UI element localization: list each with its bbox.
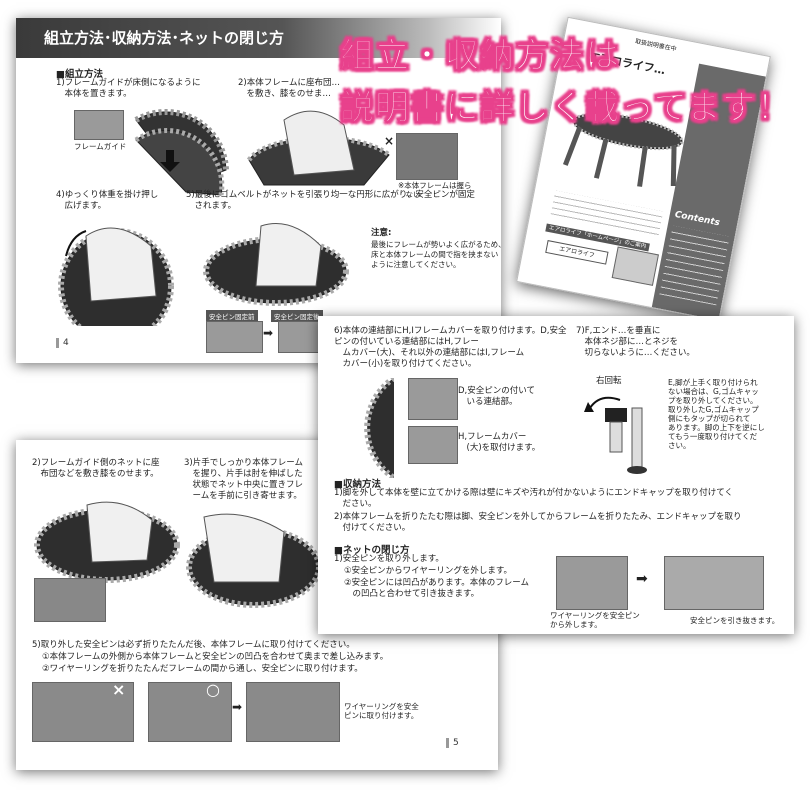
pin-pull-photo xyxy=(664,556,764,610)
storage-step-2: 2)本体フレームを折りたたむ際は脚、安全ピンを外してからフレームを折りたたみ、エ… xyxy=(334,512,742,533)
arrow-icon: ➡ xyxy=(232,700,243,714)
frame-guide-net-photo xyxy=(34,578,106,622)
frame-guide-label: フレームガイド xyxy=(74,142,127,151)
arrow-icon: ➡ xyxy=(263,326,274,340)
page-number-4: 4 xyxy=(56,338,69,348)
homepage-button[interactable]: エアロライフ xyxy=(545,240,609,265)
assembly-step-1: 1)フレームガイドが床側になるように 本体を置きます。 xyxy=(56,78,201,99)
caution-text: 最後にフレームが勢いよく広がるため、 床と本体フレームの間で指を挟まない ように… xyxy=(371,240,501,269)
pin-wire-photo xyxy=(246,682,340,742)
page5-step-3: 3)片手でしっかり本体フレーム を握り、片手は肘を伸ばした 状態でネット中央に置… xyxy=(184,458,304,501)
assembly-step-5: 5)最後にゴムベルトがネットを引張り均一な円形に広がり、安全ピンが固定 されます… xyxy=(186,190,475,211)
leg-attach-illustration xyxy=(584,396,627,453)
callout-d: D,安全ピンの付いて いる連結部。 xyxy=(458,386,535,407)
manual-top-label: 取扱説明書在中 xyxy=(634,38,678,54)
rotate-label: 右回転 xyxy=(596,376,622,386)
pin-wrong-photo xyxy=(32,682,134,742)
manual-middle-page: 6)本体の連結部にH,Iフレームカバーを取り付けます。D,安全ピンの付いている連… xyxy=(318,316,794,634)
net-close-section-heading: ■ネットの閉じ方 xyxy=(334,545,410,556)
mid-step-7: 7)F,エンド…を垂直に 本体ネジ部に…とネジを 切らないように…ください。 xyxy=(576,326,695,358)
trampoline-opened-illustration xyxy=(203,223,349,306)
step-7-note: E,脚が上手く取り付けられ ない場合は、G,ゴムキャッ プを取り外してください。… xyxy=(668,378,765,450)
net-step-1a: ①安全ピンからワイヤーリングを外します。 xyxy=(344,566,513,576)
wire-ring-remove-photo xyxy=(556,556,628,610)
kneel-on-frame-illustration xyxy=(246,110,391,186)
frame-cover-photo xyxy=(408,426,458,464)
photo2-caption: 安全ピンを引き抜きます。 xyxy=(690,616,780,625)
page5-step-5: 5)取り外した安全ピンは必ず折りたたんだ後、本体フレームに取り付けてください。 xyxy=(32,640,355,650)
storage-step-1: 1)脚を外して本体を壁に立てかける際は壁にキズや汚れが付かないようにエンドキャッ… xyxy=(334,488,734,509)
folded-trampoline-illustration xyxy=(134,108,229,196)
assembly-step-4: 4)ゆっくり体重を掛け押し 広げます。 xyxy=(56,190,159,211)
push-open-illustration xyxy=(58,227,174,326)
pin-before-photo xyxy=(206,321,263,353)
headline-line-1: 組立・収納方法は xyxy=(340,36,620,77)
photo1-caption: ワイヤーリングを安全ピン から外します。 xyxy=(550,611,640,629)
arrow-icon: ➡ xyxy=(636,571,648,587)
page-number-5: 5 xyxy=(446,738,459,748)
wire-ring-caption: ワイヤーリングを安全 ピンに取り付けます。 xyxy=(344,702,419,720)
kneel-on-net-illustration xyxy=(34,501,180,583)
pin-after-label: 安全ピン固定後 xyxy=(271,310,323,322)
page-4-title: 組立方法･収納方法･ネットの閉じ方 xyxy=(16,18,501,58)
net-step-1: 1)安全ピンを取り外します。 xyxy=(334,554,444,564)
frame-cover-illustration xyxy=(364,378,394,478)
assembly-section-heading: ■組立方法 xyxy=(56,69,103,80)
connector-photo xyxy=(408,378,458,420)
homepage-screenshot xyxy=(611,246,659,286)
cross-mark: × xyxy=(384,134,395,148)
leg-endcap-illustration xyxy=(627,407,647,474)
do-not-grip-note: ※本体フレームは握ら ない xyxy=(398,181,472,199)
page5-step-2: 2)フレームガイド側のネットに座 布団などを敷き膝をのせます。 xyxy=(32,458,160,479)
wrong-mark: × xyxy=(112,680,126,699)
pin-before-label: 安全ピン固定前 xyxy=(206,310,258,322)
mini-trampoline-image xyxy=(562,112,684,187)
grip-frame-photo xyxy=(396,133,458,180)
page5-step-5a: ①本体フレームの外側から本体フレームと安全ピンの凹凸を合わせて奥まで差し込みます… xyxy=(42,652,389,662)
storage-section-heading: ■収納方法 xyxy=(334,479,381,490)
pin-correct-photo xyxy=(148,682,232,742)
correct-mark: ○ xyxy=(206,680,220,699)
frame-guide-photo xyxy=(74,110,124,140)
caution-title: 注意: xyxy=(371,228,392,238)
net-step-1b: ②安全ピンには凹凸があります。本体のフレーム の凹凸と合わせて引き抜きます。 xyxy=(344,578,530,599)
callout-h: H,フレームカバー (大)を取付けます。 xyxy=(458,432,541,453)
manual-cover: 取扱説明書在中 エアロライフ… Contents エアロライフ「ホームページ」の… xyxy=(516,16,771,322)
pull-frame-illustration xyxy=(186,513,322,608)
manual-page-4: 組立方法･収納方法･ネットの閉じ方 ■組立方法 1)フレームガイドが床側になるよ… xyxy=(16,18,501,363)
assembly-step-2: 2)本体フレームに座布団… を敷き、膝をのせま… xyxy=(238,78,340,99)
headline-line-2: 説明書に詳しく載ってます！ xyxy=(340,88,792,129)
mid-step-6: 6)本体の連結部にH,Iフレームカバーを取り付けます。D,安全ピンの付いている連… xyxy=(334,326,567,369)
page5-step-5b: ②ワイヤーリングを折りたたんだフレームの間から通し、安全ピンに取り付けます。 xyxy=(42,664,363,674)
